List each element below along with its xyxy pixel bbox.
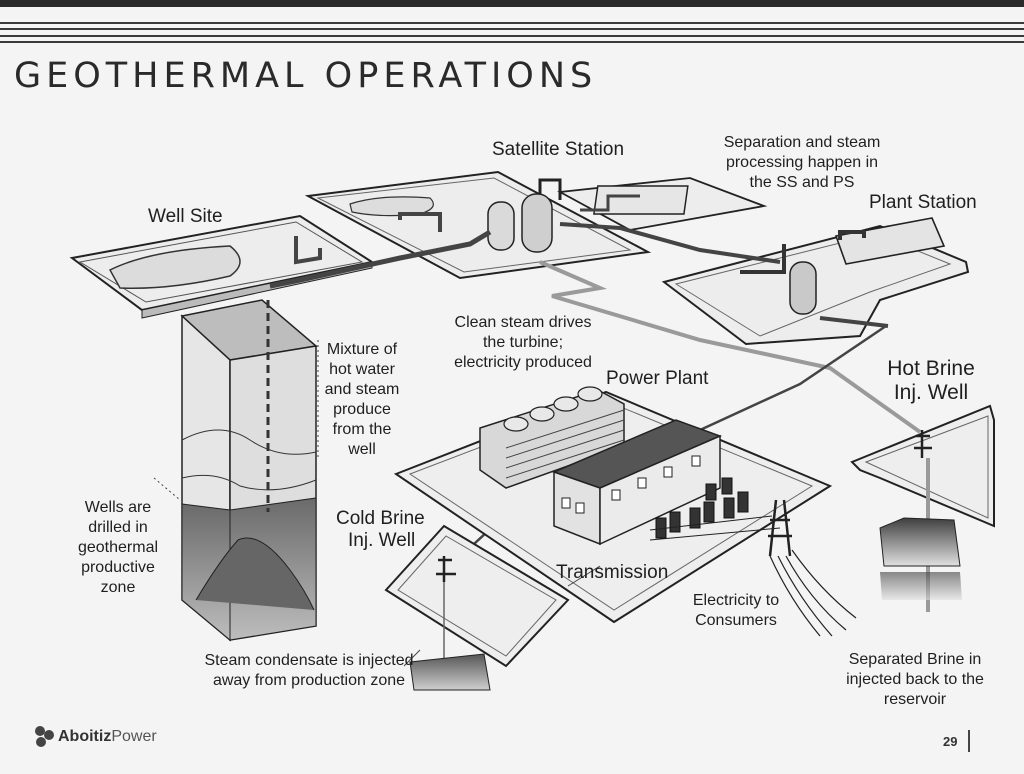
well-site-platform: [69, 214, 375, 319]
satellite-station-platform: [304, 170, 768, 280]
satellite-station-label: Satellite Station: [492, 139, 625, 160]
header-rule: [0, 41, 1024, 43]
page-title: GEOTHERMAL OPERATIONS: [14, 56, 598, 96]
reservoir-cross-section: [180, 299, 318, 642]
logo-wordmark: AboitizPower: [58, 728, 157, 745]
hot-brine-platform: [850, 404, 995, 612]
transmission-tower: [649, 499, 857, 637]
header-rule: [0, 35, 1024, 37]
page-number: 29: [943, 734, 958, 749]
separation-note: Separation and steam processing happen i…: [723, 134, 881, 191]
logo-mark-icon: [35, 726, 54, 747]
cold-brine-label: Cold Brine Inj. Well: [336, 508, 425, 551]
header-rule: [0, 22, 1024, 24]
page-number-divider: [968, 730, 970, 752]
cold-brine-platform: [384, 524, 570, 691]
wells-note: Wells are drilled in geothermal producti…: [77, 499, 159, 596]
plant-station-label: Plant Station: [869, 192, 977, 213]
pointer-lines: [153, 340, 601, 667]
hot-brine-label: Hot Brine Inj. Well: [887, 357, 975, 404]
transmission-label: Transmission: [556, 562, 669, 583]
plant-station-platform: [661, 217, 970, 346]
clean-steam-note: Clean steam drives the turbine; electric…: [454, 314, 592, 371]
header-rule: [0, 28, 1024, 30]
power-plant-platform: [393, 386, 833, 624]
mixture-note: Mixture of hot water and steam produce f…: [324, 341, 400, 458]
condensate-note: Steam condensate is injected away from p…: [204, 652, 414, 689]
power-plant-label: Power Plant: [606, 368, 709, 389]
well-site-label: Well Site: [148, 206, 223, 227]
separated-brine-note: Separated Brine in injected back to the …: [846, 651, 984, 708]
aboitiz-power-logo: AboitizPower: [32, 724, 157, 750]
top-bar: [0, 0, 1024, 7]
electricity-note: Electricity to Consumers: [692, 592, 780, 629]
